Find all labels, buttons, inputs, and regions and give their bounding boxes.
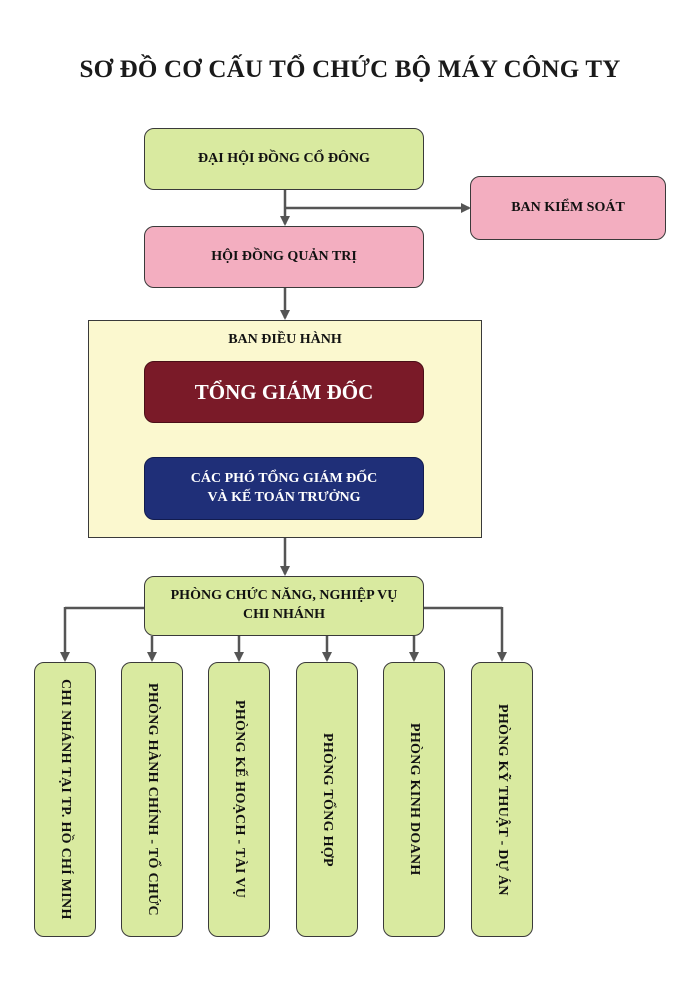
deputies-label-line1: CÁC PHÓ TỔNG GIÁM ĐỐC: [190, 470, 378, 486]
ceo-box: TỔNG GIÁM ĐỐC: [144, 361, 424, 423]
diagram-title: SƠ ĐỒ CƠ CẤU TỔ CHỨC BỘ MÁY CÔNG TY: [79, 56, 621, 83]
dept-label: PHÒNG HÀNH CHÍNH - TỔ CHỨC: [145, 683, 160, 916]
deputies-label-line2: VÀ KẾ TOÁN TRƯỞNG: [207, 489, 361, 505]
shareholders-box: ĐẠI HỘI ĐỒNG CỔ ĐÔNG: [144, 128, 424, 190]
dept-box-planning-finance: PHÒNG KẾ HOẠCH - TÀI VỤ: [208, 662, 270, 937]
deputies-box: CÁC PHÓ TỔNG GIÁM ĐỐC VÀ KẾ TOÁN TRƯỞNG: [144, 457, 424, 520]
board-box: HỘI ĐỒNG QUẢN TRỊ: [144, 226, 424, 288]
dept-box-hcm-branch: CHI NHÁNH TẠI TP. HỒ CHÍ MINH: [34, 662, 96, 937]
supervisory-label: BAN KIỂM SOÁT: [511, 199, 625, 215]
dept-box-general: PHÒNG TỔNG HỢP: [296, 662, 358, 937]
functional-label-line2: CHI NHÁNH: [242, 607, 326, 622]
functional-box: PHÒNG CHỨC NĂNG, NGHIỆP VỤ CHI NHÁNH: [144, 576, 424, 636]
dept-box-technical-projects: PHÒNG KỸ THUẬT - DỰ ÁN: [471, 662, 533, 937]
supervisory-box: BAN KIỂM SOÁT: [470, 176, 666, 240]
dept-box-admin: PHÒNG HÀNH CHÍNH - TỔ CHỨC: [121, 662, 183, 937]
dept-label: PHÒNG KỸ THUẬT - DỰ ÁN: [495, 703, 510, 896]
dept-label: PHÒNG KẾ HOẠCH - TÀI VỤ: [232, 700, 247, 899]
dept-label: CHI NHÁNH TẠI TP. HỒ CHÍ MINH: [58, 679, 73, 920]
dept-box-business: PHÒNG KINH DOANH: [383, 662, 445, 937]
executive-panel-label: BAN ĐIỀU HÀNH: [228, 332, 342, 347]
board-label: HỘI ĐỒNG QUẢN TRỊ: [211, 248, 357, 264]
dept-label: PHÒNG KINH DOANH: [407, 723, 422, 876]
dept-label: PHÒNG TỔNG HỢP: [320, 732, 335, 867]
shareholders-label: ĐẠI HỘI ĐỒNG CỔ ĐÔNG: [198, 150, 370, 166]
functional-label-line1: PHÒNG CHỨC NĂNG, NGHIỆP VỤ: [170, 588, 398, 604]
ceo-label: TỔNG GIÁM ĐỐC: [194, 379, 374, 404]
